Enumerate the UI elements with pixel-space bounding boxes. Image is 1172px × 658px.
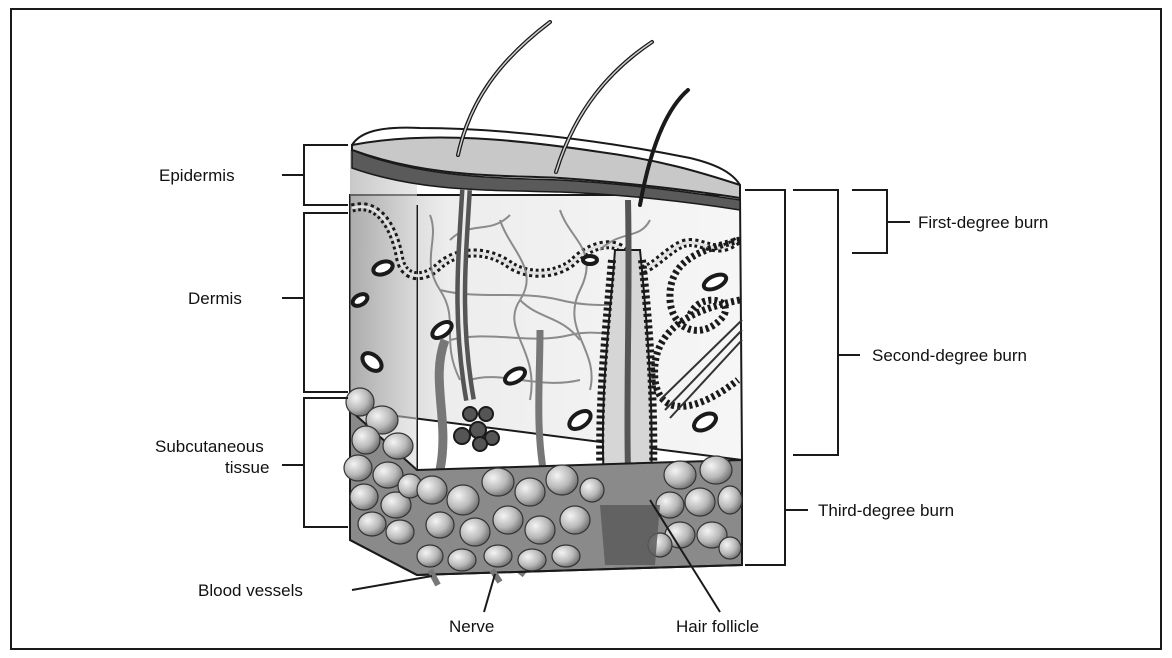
label-hair-follicle: Hair follicle: [676, 617, 759, 636]
label-dermis: Dermis: [188, 289, 242, 308]
label-nerve: Nerve: [449, 617, 494, 636]
label-blood-vessels: Blood vessels: [198, 581, 303, 600]
second-degree-bracket: [793, 190, 860, 455]
label-first-degree-burn: First-degree burn: [918, 213, 1048, 232]
skin-cross-section: [344, 22, 742, 585]
label-epidermis: Epidermis: [159, 166, 235, 185]
third-degree-bracket: [745, 190, 808, 565]
blood-vessels-leader: [352, 576, 432, 590]
label-second-degree-burn: Second-degree burn: [872, 346, 1027, 365]
label-third-degree-burn: Third-degree burn: [818, 501, 954, 520]
subcutaneous-bracket: [282, 398, 348, 527]
first-degree-bracket: [852, 190, 910, 253]
epidermis-bracket: [282, 145, 348, 205]
nerve-leader: [484, 574, 495, 612]
dermis-bracket: [282, 213, 348, 392]
label-tissue: tissue: [225, 458, 269, 477]
label-subcutaneous: Subcutaneous: [155, 437, 264, 456]
